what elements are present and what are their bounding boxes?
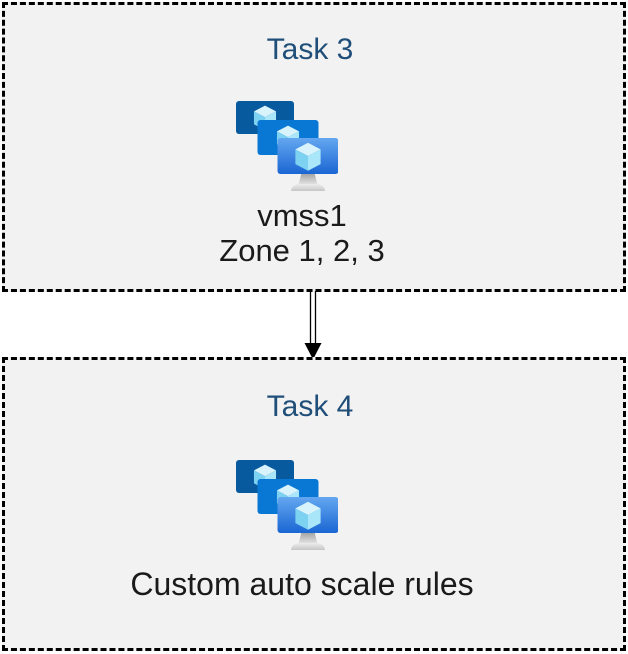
vm-scale-sets-icon-svg (236, 101, 339, 191)
vm-scale-sets-icon (236, 460, 339, 551)
down-arrow (301, 291, 326, 360)
down-arrow-icon (304, 291, 322, 360)
zones-label: Zone 1, 2, 3 (219, 233, 385, 268)
vm-scale-sets-icon-svg (236, 460, 339, 550)
task3-title: Task 3 (266, 33, 354, 66)
task3-box: Task 3 (2, 2, 626, 292)
task4-text-lines: Custom auto scale rules (0, 566, 611, 602)
task4-box: Task 4 (2, 357, 626, 651)
autoscale-rules-label: Custom auto scale rules (130, 566, 474, 602)
vmss-name-label: vmss1 (257, 198, 347, 233)
vm-scale-sets-icon (236, 101, 339, 192)
task3-text-lines: vmss1 Zone 1, 2, 3 (0, 198, 611, 268)
task4-title: Task 4 (266, 390, 354, 423)
